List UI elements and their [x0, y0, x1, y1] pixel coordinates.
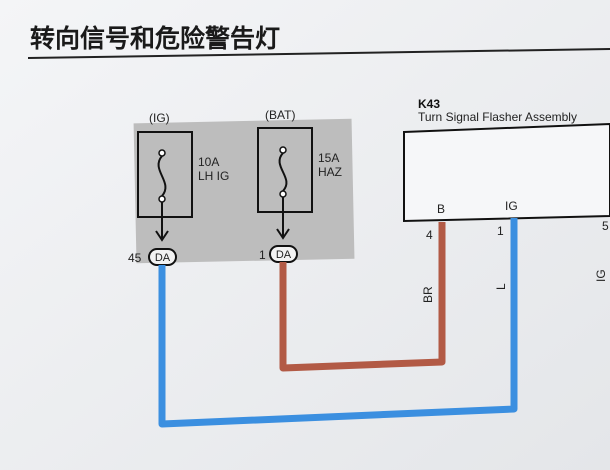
- terminal-ig-pin: 1: [497, 224, 504, 238]
- right-fuse-rating: 15A: [318, 151, 339, 165]
- edge-wire-label: IG: [594, 269, 608, 282]
- terminal-ig-label: IG: [505, 199, 518, 213]
- terminal-b-label: B: [437, 202, 445, 216]
- right-connector-pin: 1: [259, 248, 266, 262]
- right-connector-code: DA: [276, 249, 292, 261]
- diagram-title: 转向信号和危险警告灯: [30, 24, 280, 53]
- l-wire-label: L: [494, 283, 508, 290]
- component-id: K43: [418, 97, 440, 111]
- left-fuse-source: (IG): [149, 111, 170, 125]
- left-fuse: [137, 131, 193, 242]
- left-connector-pin: 45: [128, 251, 142, 265]
- component-name: Turn Signal Flasher Assembly: [418, 110, 577, 124]
- fuse-block-shading: [133, 118, 355, 264]
- right-fuse: [257, 127, 313, 240]
- flasher-assembly-box: [403, 122, 610, 223]
- left-fuse-rating: 10A: [198, 155, 219, 169]
- left-connector-code: DA: [155, 252, 171, 264]
- edge-pin: 5: [602, 219, 609, 233]
- right-fuse-source: (BAT): [265, 108, 295, 122]
- l-wire: [158, 218, 518, 428]
- left-fuse-name: LH IG: [198, 169, 229, 183]
- br-wire-label: BR: [421, 286, 435, 303]
- terminal-b-pin: 4: [426, 228, 433, 242]
- right-fuse-name: HAZ: [318, 165, 342, 179]
- br-wire: [279, 222, 446, 372]
- title-underline: [27, 48, 610, 59]
